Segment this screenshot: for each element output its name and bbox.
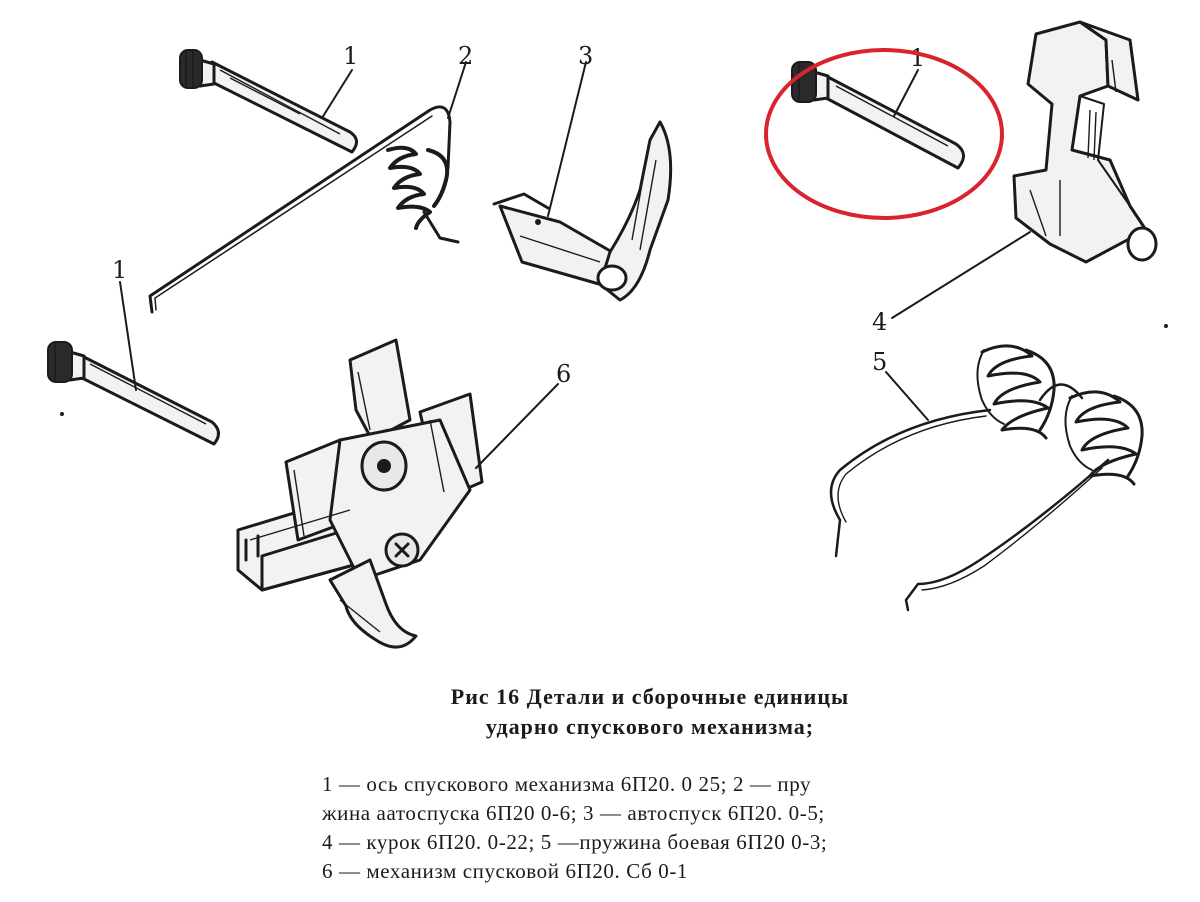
callout-trigger-mechanism: 6 — [556, 360, 571, 388]
legend-line: 1 — ось спускового механизма 6П20. 0 25;… — [322, 772, 812, 796]
legend-line: 4 — курок 6П20. 0-22; 5 —пружина боевая … — [322, 830, 828, 854]
callout-pin-top: 1 — [343, 42, 358, 70]
mainspring — [829, 344, 1144, 612]
auto-trigger — [492, 120, 673, 302]
pin-top — [179, 49, 358, 154]
leader-mainspring — [885, 371, 929, 421]
callout-spring-wire: 2 — [458, 42, 473, 70]
caption-title-line1: Рис 16 Детали и сборочные единицы — [450, 684, 850, 709]
figure-caption: Рис 16 Детали и сборочные единицы ударно… — [300, 682, 1000, 742]
trigger-mechanism — [236, 338, 484, 649]
pin-highlighted — [791, 61, 965, 170]
spring-wire — [148, 105, 460, 314]
parts-legend: 1 — ось спускового механизма 6П20. 0 25;… — [322, 770, 1022, 886]
callout-pin-left: 1 — [112, 256, 127, 284]
leader-pin-highlighted — [893, 69, 919, 117]
callout-auto-trigger: 3 — [578, 42, 593, 70]
caption-title-line2: ударно спускового механизма; — [485, 714, 815, 739]
pin-left — [47, 341, 220, 446]
callout-pin-highlighted: 1 — [910, 44, 925, 72]
leader-trigger-mechanism — [475, 383, 559, 469]
leader-pin-top — [321, 69, 353, 119]
highlight-circle — [764, 48, 1004, 220]
leader-auto-trigger — [547, 61, 587, 217]
callout-mainspring: 5 — [872, 348, 887, 376]
leader-pin-left — [119, 281, 137, 391]
speck — [60, 412, 64, 416]
speck — [1164, 324, 1168, 328]
legend-line: 6 — механизм спусковой 6П20. Сб 0-1 — [322, 859, 689, 883]
leader-spring-wire — [447, 61, 467, 119]
callout-hammer: 4 — [872, 308, 887, 336]
leader-hammer — [891, 231, 1031, 319]
hammer — [1012, 20, 1158, 264]
legend-line: жина аатоспуска 6П20 0-6; 3 — автоспуск … — [322, 801, 825, 825]
